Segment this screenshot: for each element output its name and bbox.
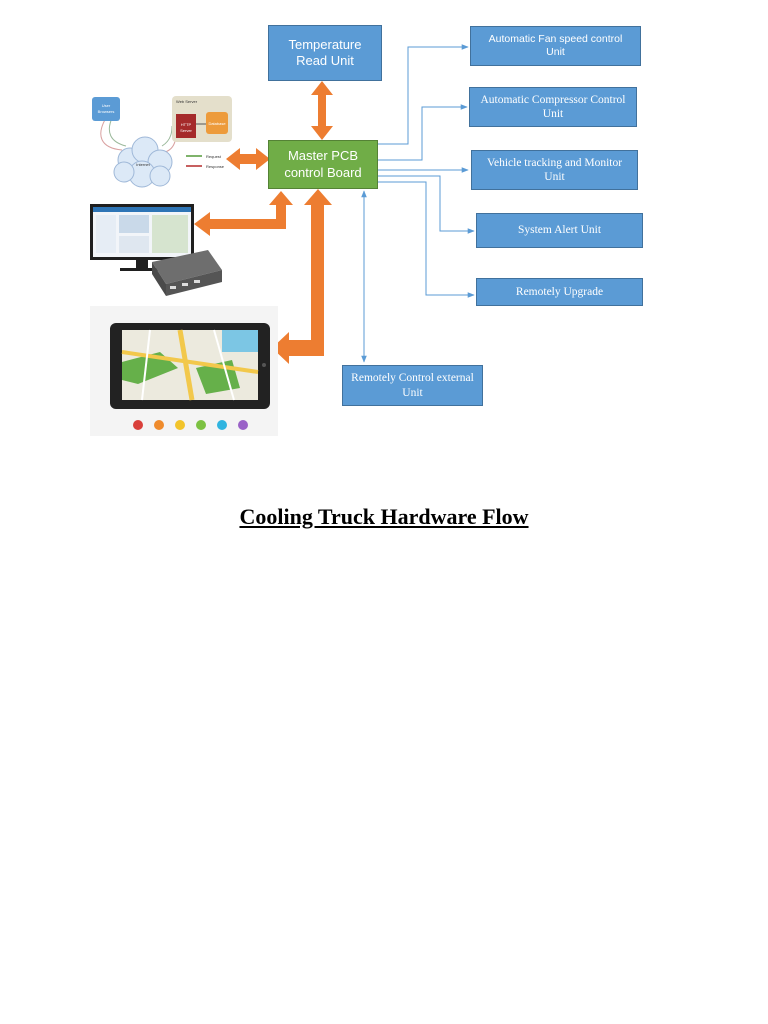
- user-label-2: Browsers: [98, 109, 115, 114]
- tablet-map-icon: [90, 306, 278, 436]
- alert-label: System Alert Unit: [517, 224, 602, 237]
- temperature-label-line1: Temperature: [288, 36, 362, 52]
- external-label-line2: Unit: [402, 386, 423, 399]
- http-server-icon: [176, 114, 196, 138]
- fan-label-line1: Automatic Fan speed control: [488, 32, 623, 45]
- upgrade-label: Remotely Upgrade: [515, 285, 604, 298]
- network-illustration: User Browsers Internet Web Server HTTP S…: [92, 96, 232, 188]
- connector-fan: [378, 44, 469, 145]
- database-label: Database: [208, 121, 226, 126]
- connector-upgrade: [378, 181, 475, 298]
- arrow-tablet-master: [272, 189, 332, 364]
- vehicle-tracking-monitor-unit-box: Vehicle tracking and Monitor Unit: [471, 150, 638, 190]
- request-legend-label: Request: [206, 154, 222, 159]
- hardware-flow-diagram: User Browsers Internet Web Server HTTP S…: [90, 44, 475, 436]
- internet-cloud-icon: [113, 136, 173, 188]
- hardware-controller-icon: [152, 250, 222, 296]
- fan-speed-control-unit-box: Automatic Fan speed control Unit: [470, 26, 641, 66]
- remotely-upgrade-box: Remotely Upgrade: [476, 278, 643, 306]
- tracking-label-line1: Vehicle tracking and Monitor: [486, 156, 623, 169]
- arrow-desktop-master: [194, 191, 293, 236]
- compressor-label-line1: Automatic Compressor Control: [480, 93, 626, 106]
- web-server-label: Web Server: [176, 99, 198, 104]
- desktop-monitor-icon: [90, 204, 194, 271]
- fan-label-line2: Unit: [546, 46, 565, 58]
- internet-label: Internet: [136, 162, 150, 167]
- remotely-control-external-unit-box: Remotely Control external Unit: [342, 365, 483, 406]
- master-label-line1: Master PCB: [287, 148, 359, 164]
- user-label-1: User: [102, 103, 111, 108]
- http-label-1: HTTP: [181, 122, 192, 127]
- external-label-line1: Remotely Control external: [351, 372, 474, 385]
- arrow-temperature-master: [311, 81, 333, 140]
- connector-lines: [361, 44, 475, 363]
- arrow-network-master: [226, 148, 270, 170]
- tracking-label-line2: Unit: [544, 171, 565, 183]
- master-pcb-control-board-box: Master PCB control Board: [268, 140, 378, 189]
- response-legend-label: Response: [206, 164, 225, 169]
- master-label-line2: control Board: [284, 164, 362, 180]
- http-label-2: Server: [180, 128, 192, 133]
- connector-alert: [378, 175, 475, 234]
- orange-arrows: [194, 81, 333, 364]
- system-alert-unit-box: System Alert Unit: [476, 213, 643, 248]
- temperature-label-line2: Read Unit: [296, 53, 354, 68]
- page-title: Cooling Truck Hardware Flow: [239, 504, 529, 529]
- database-icon: [206, 112, 228, 134]
- compressor-label-line2: Unit: [542, 108, 564, 120]
- compressor-control-unit-box: Automatic Compressor Control Unit: [469, 87, 637, 127]
- map-pin-icons: [133, 420, 248, 430]
- connector-compressor: [378, 104, 468, 161]
- temperature-read-unit-box: Temperature Read Unit: [268, 25, 382, 81]
- user-browsers-icon: [92, 97, 120, 121]
